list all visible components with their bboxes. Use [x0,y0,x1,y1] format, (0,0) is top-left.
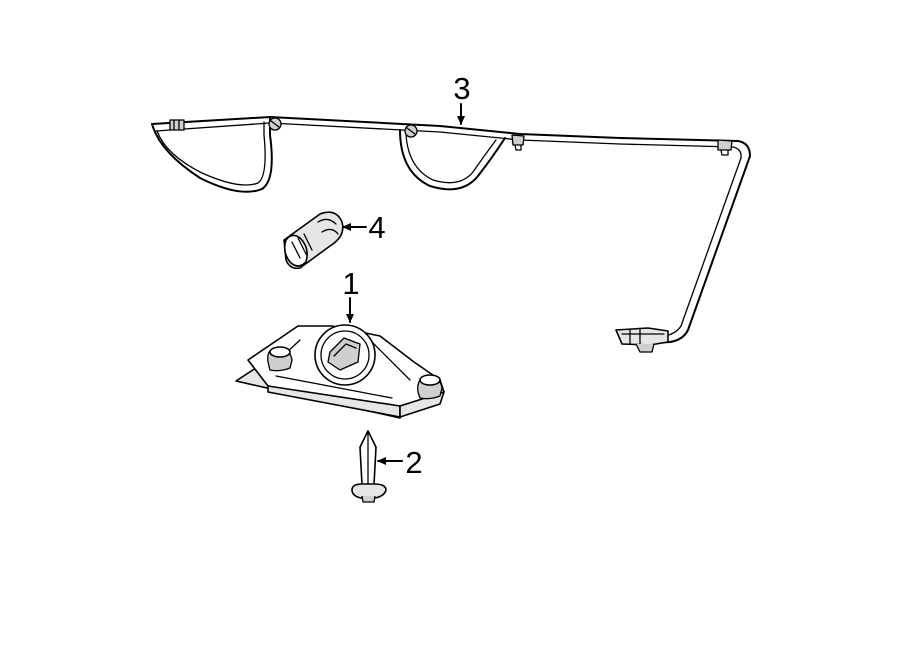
callout-4-label: 4 [368,210,385,245]
harness-clip-push-pin-2 [404,124,418,138]
harness-clip-right [717,139,733,156]
harness-clip-mid [511,134,525,151]
bulb [283,211,344,270]
harness-clip-left [169,119,185,131]
license-lamp-housing [235,324,445,419]
callout-3-label: 3 [453,71,470,106]
screw [351,430,387,503]
harness-clip-push-pin-1 [268,117,282,131]
callout-2-label: 2 [405,445,422,480]
wiring-harness [151,116,751,353]
harness-connector [615,327,669,353]
callout-1-label: 1 [342,266,359,301]
